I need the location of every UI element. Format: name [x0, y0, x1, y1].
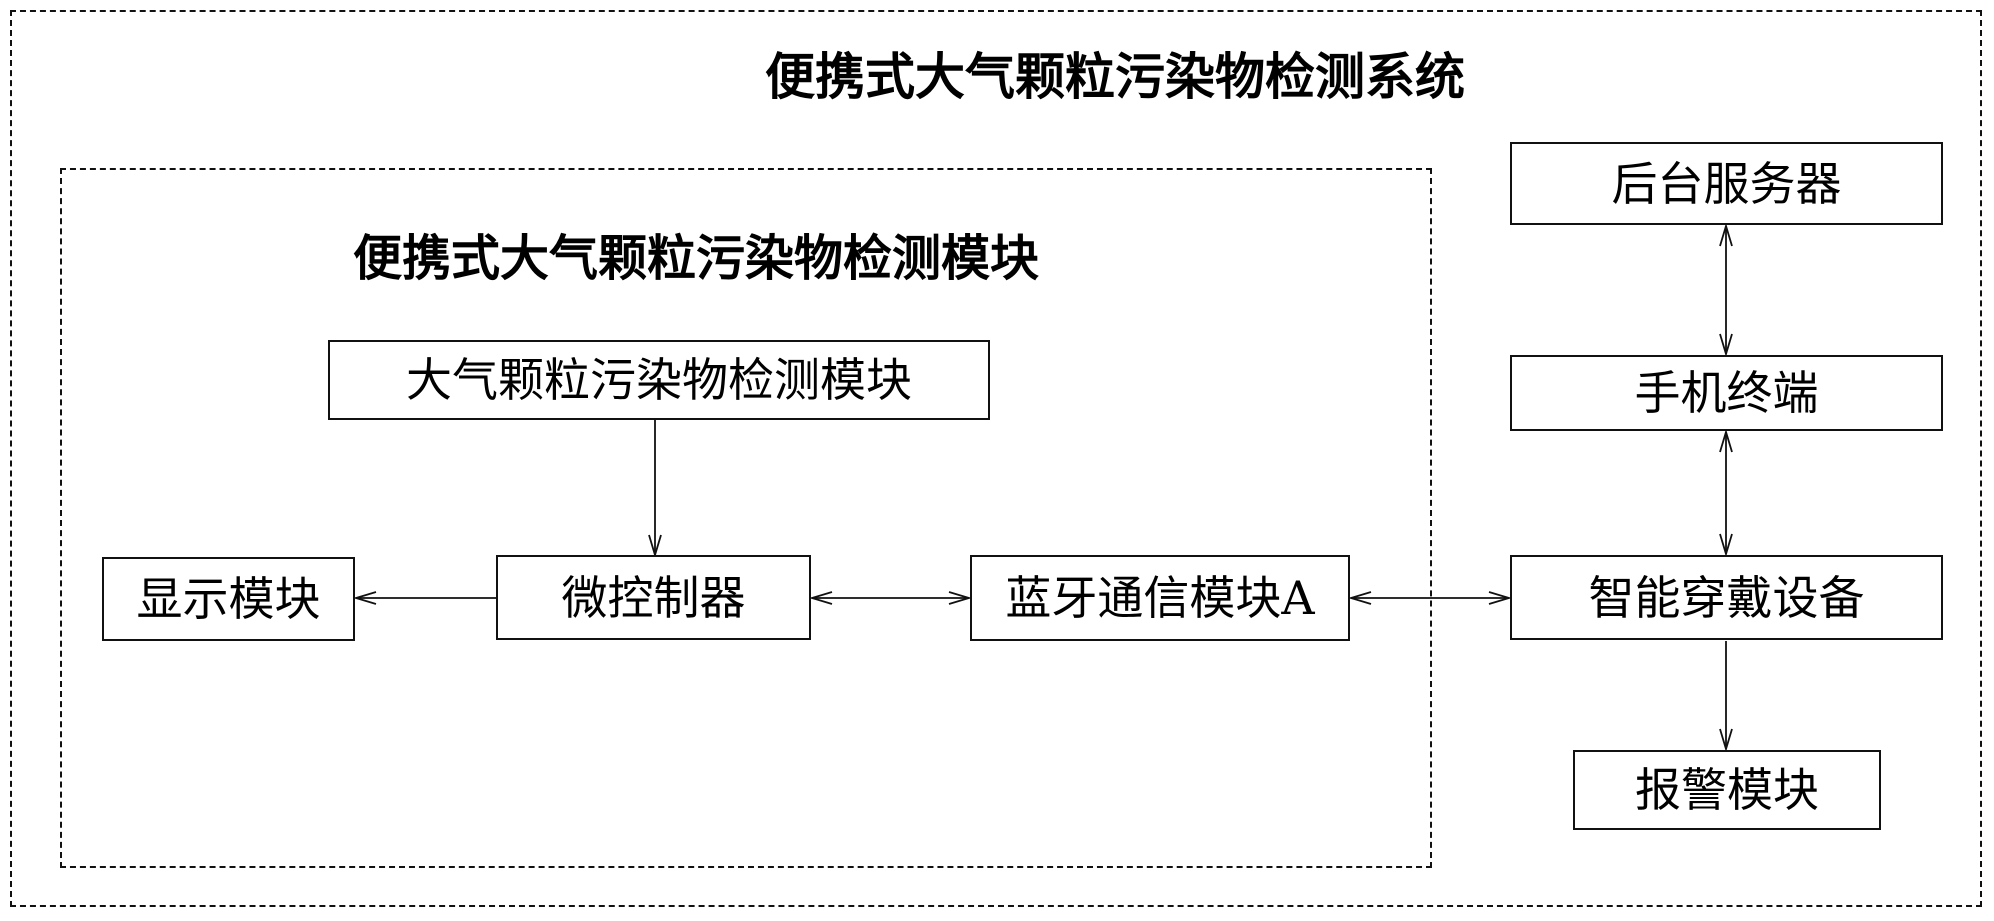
display-module-box: 显示模块 [102, 557, 355, 641]
detect-module-box: 大气颗粒污染物检测模块 [328, 340, 990, 420]
wearable-device-box: 智能穿戴设备 [1510, 555, 1943, 640]
backend-server-box: 后台服务器 [1510, 142, 1943, 225]
microcontroller-box: 微控制器 [496, 555, 811, 640]
alarm-module-box: 报警模块 [1573, 750, 1881, 830]
system-title: 便携式大气颗粒污染物检测系统 [765, 47, 1465, 106]
module-title: 便携式大气颗粒污染物检测模块 [353, 229, 1040, 287]
module-frame [60, 168, 1432, 868]
mobile-terminal-box: 手机终端 [1510, 355, 1943, 431]
system-frame [10, 10, 1982, 907]
bluetooth-module-box: 蓝牙通信模块A [970, 555, 1350, 641]
